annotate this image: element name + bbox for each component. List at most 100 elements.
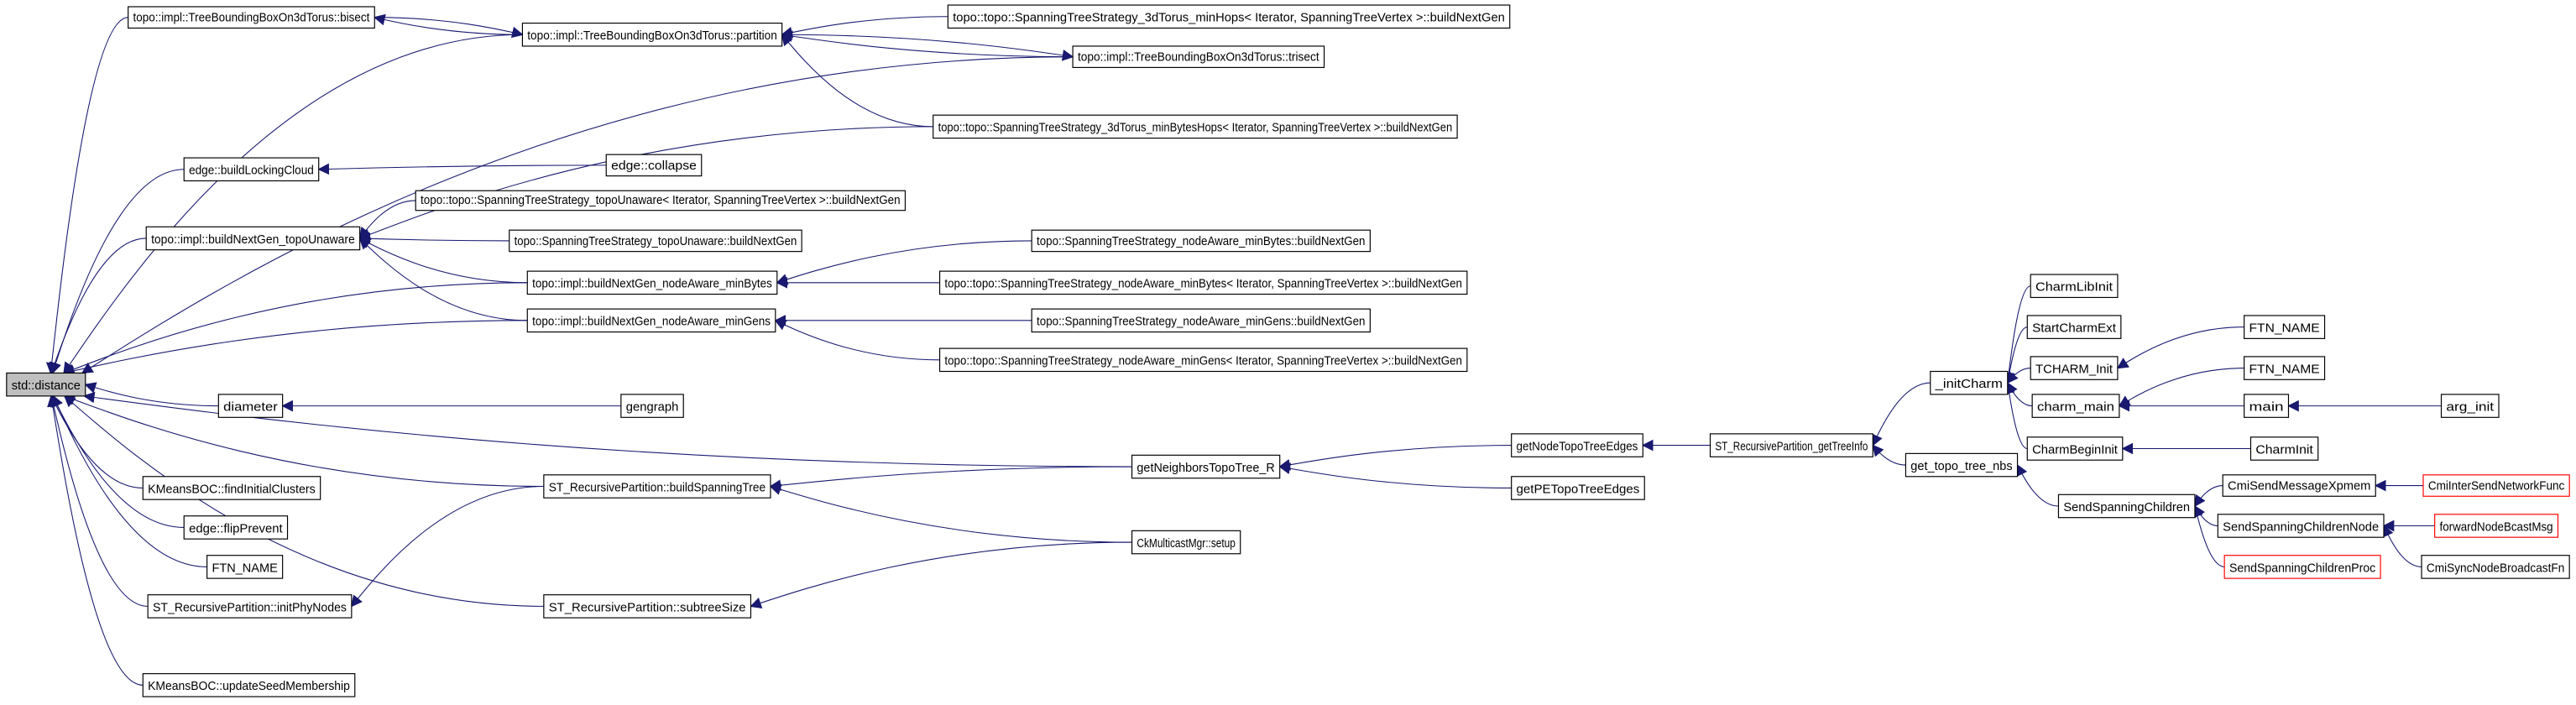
graph-node[interactable]: topo::SpanningTreeStrategy_nodeAware_min…	[1031, 229, 1371, 253]
node-box[interactable]	[1031, 308, 1371, 333]
graph-node[interactable]: getNeighborsTopoTree_R	[1131, 454, 1281, 479]
node-box[interactable]	[2057, 494, 2196, 519]
node-box[interactable]	[217, 394, 284, 418]
node-box[interactable]	[620, 394, 684, 418]
graph-node[interactable]: arg_init	[2440, 394, 2500, 418]
node-box[interactable]	[142, 673, 356, 697]
node-box[interactable]	[2440, 394, 2500, 418]
node-box[interactable]	[2434, 514, 2559, 538]
node-box[interactable]	[1072, 45, 1325, 69]
node-box[interactable]	[2222, 474, 2376, 497]
node-box[interactable]	[605, 154, 703, 177]
graph-node[interactable]: topo::topo::SpanningTreeStrategy_3dTorus…	[933, 114, 1458, 139]
node-box[interactable]	[2244, 356, 2326, 380]
graph-node[interactable]: main	[2244, 394, 2290, 418]
graph-node[interactable]: charm_main	[2031, 394, 2120, 418]
graph-node[interactable]: edge::buildLockingCloud	[183, 157, 320, 182]
node-box[interactable]	[2030, 356, 2119, 380]
node-box[interactable]	[183, 157, 320, 182]
node-box[interactable]	[543, 594, 752, 619]
node-box[interactable]	[206, 555, 284, 579]
node-box[interactable]	[142, 476, 321, 500]
graph-node[interactable]: CharmBeginInit	[2026, 436, 2124, 461]
node-box[interactable]	[6, 372, 86, 397]
node-box[interactable]	[2026, 315, 2122, 339]
node-box[interactable]	[509, 229, 802, 253]
node-box[interactable]	[2422, 474, 2570, 497]
graph-node[interactable]: StartCharmExt	[2026, 315, 2122, 339]
graph-node[interactable]: get_topo_tree_nbs	[1905, 452, 2019, 478]
node-box[interactable]	[415, 190, 907, 212]
node-box[interactable]	[933, 114, 1458, 139]
node-box[interactable]	[521, 22, 783, 47]
node-box[interactable]	[183, 515, 289, 540]
graph-node[interactable]: ST_RecursivePartition::buildSpanningTree	[543, 474, 771, 499]
graph-node[interactable]: CmiSendMessageXpmem	[2222, 474, 2376, 497]
graph-node[interactable]: topo::impl::TreeBoundingBoxOn3dTorus::tr…	[1072, 45, 1325, 69]
graph-node[interactable]: ST_RecursivePartition::initPhyNodes	[147, 594, 353, 619]
graph-node[interactable]: edge::flipPrevent	[183, 515, 289, 540]
graph-node[interactable]: FTN_NAME	[206, 555, 284, 579]
node-box[interactable]	[1511, 433, 1643, 457]
graph-node[interactable]: FTN_NAME	[2244, 356, 2326, 380]
node-box[interactable]	[1131, 530, 1241, 555]
graph-node[interactable]: topo::topo::SpanningTreeStrategy_nodeAwa…	[938, 347, 1468, 373]
graph-node[interactable]: CharmInit	[2249, 436, 2319, 461]
node-box[interactable]	[1709, 433, 1873, 457]
graph-node[interactable]: diameter	[217, 394, 284, 418]
node-box[interactable]	[147, 594, 353, 619]
graph-node[interactable]: topo::impl::TreeBoundingBoxOn3dTorus::bi…	[128, 6, 375, 29]
node-box[interactable]	[2244, 315, 2326, 339]
graph-node[interactable]: ST_RecursivePartition::subtreeSize	[543, 594, 752, 619]
graph-node[interactable]: FTN_NAME	[2244, 315, 2326, 339]
graph-node[interactable]: getPETopoTreeEdges	[1511, 476, 1645, 500]
graph-node[interactable]: edge::collapse	[605, 154, 703, 177]
graph-node[interactable]: gengraph	[620, 394, 684, 418]
graph-node[interactable]: CmiInterSendNetworkFunc	[2422, 474, 2570, 497]
graph-node[interactable]: topo::topo::SpanningTreeStrategy_topoUna…	[415, 190, 907, 212]
graph-node[interactable]: CmiSyncNodeBroadcastFn	[2421, 555, 2570, 579]
graph-node[interactable]: getNodeTopoTreeEdges	[1511, 433, 1643, 457]
graph-node[interactable]: KMeansBOC::updateSeedMembership	[142, 673, 356, 697]
graph-node[interactable]: topo::impl::TreeBoundingBoxOn3dTorus::pa…	[521, 22, 783, 47]
node-box[interactable]	[1511, 476, 1645, 500]
root-node[interactable]: std::distance	[6, 372, 86, 397]
node-box[interactable]	[1131, 454, 1281, 479]
node-box[interactable]	[2244, 394, 2290, 418]
node-box[interactable]	[1930, 370, 2009, 395]
node-box[interactable]	[2249, 436, 2319, 461]
graph-node[interactable]: SendSpanningChildrenProc	[2223, 555, 2381, 579]
graph-node[interactable]: topo::topo::SpanningTreeStrategy_3dTorus…	[947, 4, 1511, 29]
graph-node[interactable]: topo::impl::buildNextGen_nodeAware_minBy…	[526, 270, 778, 295]
node-box[interactable]	[2030, 274, 2119, 299]
node-box[interactable]	[1905, 452, 2019, 478]
graph-node[interactable]: CharmLibInit	[2030, 274, 2119, 299]
node-box[interactable]	[2031, 394, 2120, 418]
node-box[interactable]	[2026, 436, 2124, 461]
graph-node[interactable]: topo::SpanningTreeStrategy_nodeAware_min…	[1031, 308, 1371, 333]
graph-node[interactable]: CkMulticastMgr::setup	[1131, 530, 1241, 555]
graph-node[interactable]: topo::SpanningTreeStrategy_topoUnaware::…	[509, 229, 802, 253]
graph-node[interactable]: ST_RecursivePartition_getTreeInfo	[1709, 433, 1873, 457]
node-box[interactable]	[145, 226, 361, 251]
node-box[interactable]	[128, 6, 375, 29]
node-box[interactable]	[938, 347, 1468, 373]
node-box[interactable]	[2217, 514, 2385, 538]
graph-node[interactable]: _initCharm	[1930, 370, 2009, 395]
node-box[interactable]	[938, 270, 1468, 295]
node-box[interactable]	[526, 270, 778, 295]
node-box[interactable]	[2421, 555, 2570, 579]
graph-node[interactable]: SendSpanningChildrenNode	[2217, 514, 2385, 538]
graph-node[interactable]: topo::impl::buildNextGen_nodeAware_minGe…	[526, 308, 776, 333]
graph-node[interactable]: KMeansBOC::findInitialClusters	[142, 476, 321, 500]
node-box[interactable]	[543, 474, 771, 499]
graph-node[interactable]: topo::topo::SpanningTreeStrategy_nodeAwa…	[938, 270, 1468, 295]
node-box[interactable]	[526, 308, 776, 333]
node-box[interactable]	[947, 4, 1511, 29]
graph-node[interactable]: topo::impl::buildNextGen_topoUnaware	[145, 226, 361, 251]
graph-node[interactable]: TCHARM_Init	[2030, 356, 2119, 380]
node-box[interactable]	[2223, 555, 2381, 579]
graph-node[interactable]: forwardNodeBcastMsg	[2434, 514, 2559, 538]
graph-node[interactable]: SendSpanningChildren	[2057, 494, 2196, 519]
node-box[interactable]	[1031, 229, 1371, 253]
